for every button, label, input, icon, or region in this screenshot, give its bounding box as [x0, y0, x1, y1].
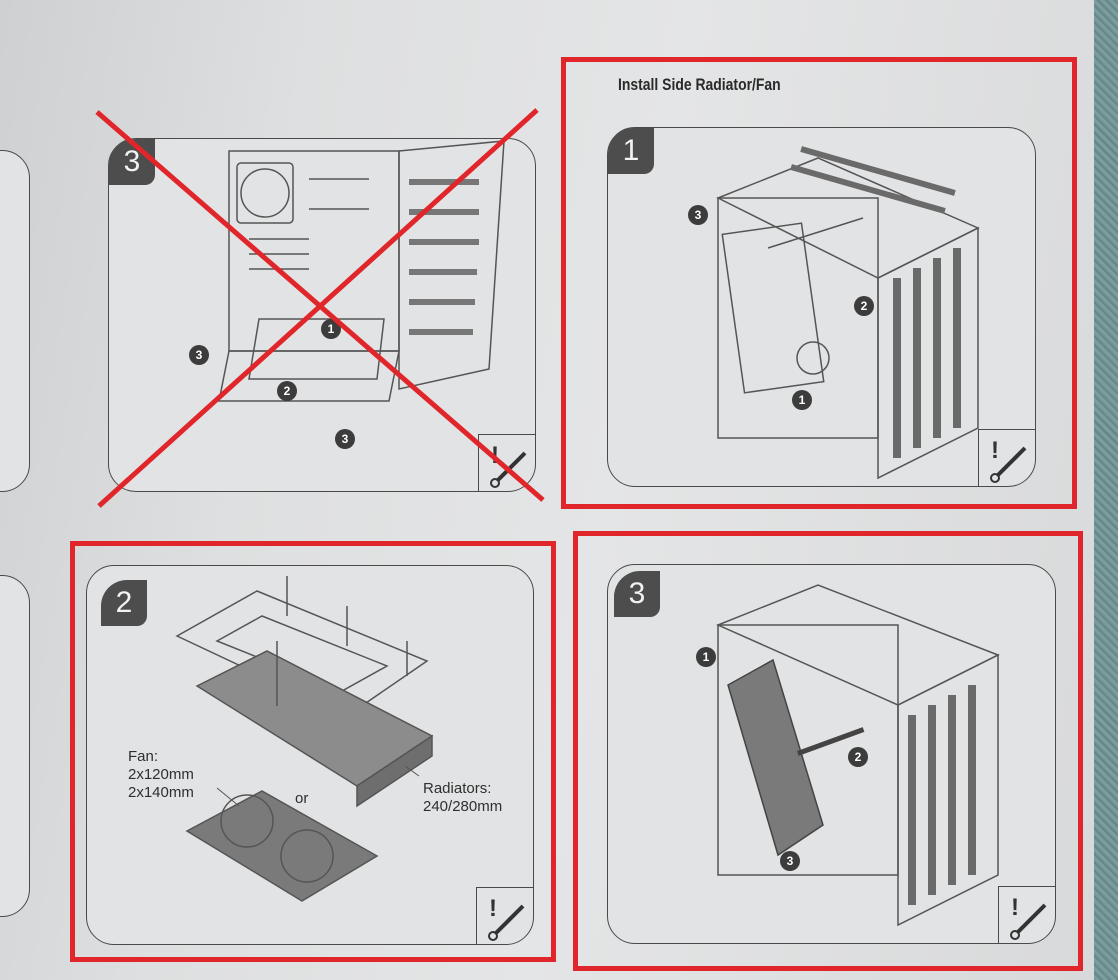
step1-panel: 1 3 2 1 ! [607, 127, 1036, 487]
warning-box: ! [978, 429, 1035, 486]
fan-label: Fan: [128, 748, 159, 765]
callout-3: 3 [688, 205, 708, 225]
step3-panel: 3 1 2 3 ! [607, 564, 1056, 944]
callout-2: 2 [277, 381, 297, 401]
callout-2: 2 [854, 296, 874, 316]
svg-text:!: ! [1011, 894, 1019, 921]
step2-number: 2 [101, 580, 147, 626]
warning-box: ! [998, 886, 1055, 943]
panel-number: 3 [109, 139, 155, 185]
fan-size-120: 2x120mm [128, 766, 194, 783]
svg-text:!: ! [991, 437, 999, 464]
step2-highlight [70, 541, 556, 962]
step1-number: 1 [608, 128, 654, 174]
case-radiator-drawing [716, 584, 1000, 927]
warning-screwdriver-icon: ! [1010, 894, 1047, 940]
case-bottom-drawing [218, 140, 505, 402]
step3-number: 3 [614, 571, 660, 617]
callout-2: 2 [848, 747, 868, 767]
callout-3-left: 3 [189, 345, 209, 365]
warning-screwdriver-icon: ! [990, 437, 1027, 483]
warning-screwdriver-icon: ! [488, 895, 525, 941]
or-label: or [295, 790, 309, 807]
svg-text:!: ! [489, 895, 497, 922]
edge-panel-bottom [0, 575, 30, 917]
radiator-size: 240/280mm [423, 798, 503, 815]
callout-3: 3 [780, 851, 800, 871]
radiator-fan-drawing [175, 576, 434, 902]
radiator-label: Radiators: [423, 780, 492, 797]
callout-3-bottom: 3 [335, 429, 355, 449]
step2-panel: 2 Fan: 2x120mm 2x140mm or Radiators: 240… [86, 565, 534, 945]
callout-1: 1 [696, 647, 716, 667]
edge-panel-top [0, 150, 30, 492]
case-side-drawing [716, 146, 980, 480]
step3-highlight [573, 531, 1083, 971]
page-title: Install Side Radiator/Fan [618, 75, 781, 94]
callout-1: 1 [792, 390, 812, 410]
step1-highlight [561, 57, 1077, 509]
callout-1: 1 [321, 319, 341, 339]
background-fabric [1094, 0, 1118, 980]
fan-size-140: 2x140mm [128, 784, 194, 801]
warning-box: ! [476, 887, 533, 944]
red-cross-mark [95, 108, 545, 508]
